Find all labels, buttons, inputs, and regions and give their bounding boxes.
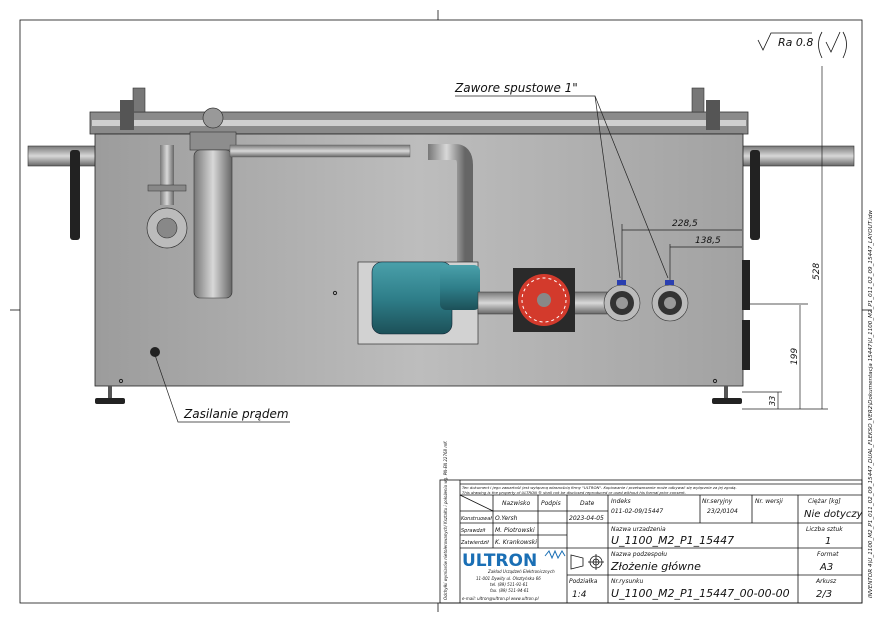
role-label: Zatwierdził [460, 540, 489, 546]
subassembly-value: Złożenie główne [610, 560, 701, 573]
feet [95, 386, 742, 404]
serial-label: Nr.seryjny [702, 498, 733, 505]
device-name-value: U_1100_M2_P1_15447 [611, 534, 734, 547]
scale-label: Podziałka [569, 578, 598, 585]
serial-value: 23/2/0104 [707, 508, 738, 515]
role-date: 2023-04-05 [569, 515, 604, 522]
role-name: O.Yersh [495, 515, 518, 522]
format-label: Format [817, 551, 839, 558]
dim-199: 199 [790, 348, 800, 365]
roughness-value: Ra 0.8 [778, 36, 813, 49]
company-address: 11-001 Dywity ul. Olsztyńska 66 [476, 576, 541, 581]
company-name: Zakład Urządzeń Elektronicznych [487, 569, 555, 574]
fan [513, 268, 575, 332]
valves-label: Zawore spustowe 1" [454, 81, 578, 95]
sheet-value: 2/3 [816, 589, 832, 600]
scale-value: 1:4 [572, 590, 587, 600]
company-fax: fax. (89) 511-94-61 [490, 588, 529, 593]
dim-228-5: 228,5 [672, 219, 698, 229]
title-block: Odchyłki wymiarów nietolerowanych/ Kszta… [439, 441, 864, 604]
dim-528: 528 [812, 263, 822, 280]
notice-pl: Ten dokument i jego zawartość jest wyłąc… [462, 485, 737, 490]
role-name: K. Krankowski [495, 539, 537, 546]
company-contact: e-mail: ultron@ultron.pl www.ultron.pl [462, 596, 539, 601]
role-label: Konstruował [461, 516, 492, 522]
format-value: A3 [819, 562, 833, 573]
machine-front-view [27, 87, 855, 404]
version-label: Nr. wersji [755, 498, 783, 505]
notice-en: This drawing is the property of ULTRON ®… [462, 490, 686, 495]
quantity-label: Liczba sztuk [806, 526, 843, 533]
company-logo: ULTRON [462, 549, 566, 571]
dim-33: 33 [768, 396, 777, 406]
header-date: Date [580, 500, 595, 507]
device-name-label: Nazwa urzadzenia [611, 526, 666, 533]
svg-text:ULTRON: ULTRON [462, 551, 537, 571]
header-signature: Podpis [541, 500, 561, 507]
weight-label: Ciężar [kg] [808, 498, 841, 505]
index-value: 011-02-09/15447 [611, 508, 663, 515]
power-label: Zasilanie prądem [183, 407, 289, 421]
dim-138-5: 138,5 [695, 236, 721, 246]
header-name: Nazwisko [502, 500, 530, 507]
role-name: M. Piotrowski [495, 527, 535, 534]
weight-value: Nie dotyczy [804, 509, 864, 520]
index-label: Indeks [611, 498, 631, 505]
drawing-number-label: Nr.rysunku [611, 578, 644, 585]
surface-finish-symbol: Ra 0.8 [757, 31, 847, 59]
drawing-number-value: U_1100_M2_P1_15447_00-00-00 [611, 587, 790, 600]
tolerance-note: Odchyłki wymiarów nietolerowanych/ Kszta… [443, 441, 448, 600]
company-tel: tel. (89) 511-91-61 [490, 582, 528, 587]
drain-valves [603, 280, 689, 322]
subassembly-label: Nazwa podzespołu [611, 551, 667, 558]
power-callout: Zasilanie prądem [154, 354, 290, 423]
role-label: Sprawdził [461, 528, 486, 534]
file-path: INVENTOR 4\U_1100_M2_P1_011_02_09_15447_… [868, 210, 874, 598]
quantity-value: 1 [825, 536, 831, 547]
valves-callout: Zawore spustowe 1" [454, 81, 669, 279]
sheet-label: Arkusz [815, 578, 837, 585]
dimensions: 228,5 138,5 199 528 33 [621, 66, 828, 410]
projection-symbol [570, 554, 604, 570]
